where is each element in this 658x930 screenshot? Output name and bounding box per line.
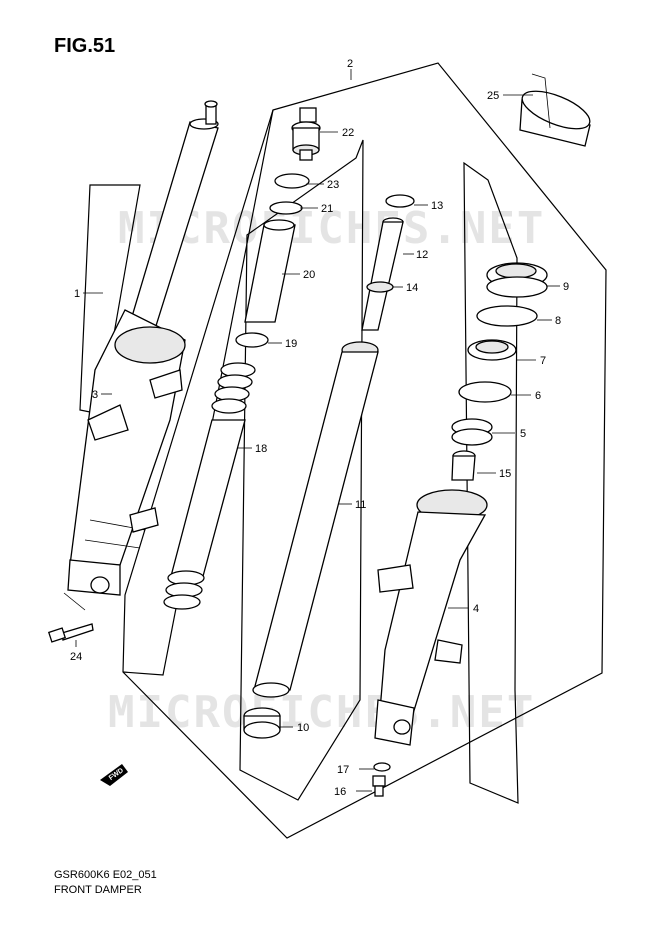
frame-left-panel (122, 109, 274, 676)
callout-18: 18 (255, 443, 267, 455)
spacer-20 (244, 219, 296, 323)
callout-11: 11 (355, 499, 366, 511)
washer-6 (458, 381, 512, 403)
callout-3: 3 (92, 389, 98, 401)
gasket-17 (373, 762, 391, 772)
callout-22: 22 (342, 127, 354, 139)
frame-inner-tube (239, 139, 364, 801)
right-outer-tube-4 (374, 489, 488, 746)
right-axle-hole (393, 719, 411, 735)
assembly-frames (79, 62, 607, 839)
washer-21 (269, 201, 303, 215)
damper-rod-12 (361, 217, 404, 331)
callout-19: 19 (285, 338, 297, 350)
callout-20: 20 (303, 269, 315, 281)
o-ring-13 (385, 194, 415, 208)
fwd-arrow-icon (100, 764, 128, 786)
callout-6: 6 (535, 390, 541, 402)
leader-lines (63, 69, 560, 792)
oil-seal-9 (486, 262, 548, 298)
callout-labels: 1 2 3 4 5 6 7 8 9 10 11 12 13 14 15 16 1… (70, 58, 569, 798)
callout-16: 16 (334, 786, 346, 798)
frame-assembly-2 (122, 62, 607, 839)
ring-14 (366, 281, 394, 293)
callout-25: 25 (487, 90, 499, 102)
damper-cylinder-11 (252, 341, 379, 698)
o-ring-23 (274, 173, 310, 189)
bolt-24 (47, 623, 94, 643)
callout-14: 14 (406, 282, 418, 294)
callout-24: 24 (70, 651, 82, 663)
callout-4: 4 (473, 603, 479, 615)
figure-title: FIG.51 (54, 35, 115, 57)
drain-bolt-16 (372, 775, 386, 797)
spring-18 (163, 362, 256, 610)
model-code: GSR600K6 E02_051 (54, 869, 157, 881)
callout-17: 17 (337, 764, 349, 776)
callout-12: 12 (416, 249, 428, 261)
callout-15: 15 (499, 468, 511, 480)
callout-2: 2 (347, 58, 353, 70)
washer-19 (235, 332, 269, 348)
callout-1: 1 (74, 288, 80, 300)
frame-lower-tube (463, 161, 519, 804)
callout-8: 8 (555, 315, 561, 327)
callout-10: 10 (297, 722, 309, 734)
callout-5: 5 (520, 428, 526, 440)
callout-23: 23 (327, 179, 339, 191)
stopper-ring-8 (476, 305, 538, 327)
callout-13: 13 (431, 200, 443, 212)
watermark-bottom: MICROFICHES.NET (108, 687, 535, 738)
left-fork-leg (67, 100, 219, 596)
cap-bolt-22 (291, 107, 321, 161)
callout-7: 7 (540, 355, 546, 367)
bushing-5 (451, 418, 493, 446)
callout-9: 9 (563, 281, 569, 293)
dust-seal-7 (467, 339, 517, 361)
bushing-10 (243, 707, 281, 739)
fork-cover-25 (519, 73, 591, 147)
left-axle-hole (90, 576, 110, 594)
callout-21: 21 (321, 203, 333, 215)
diagram-name: FRONT DAMPER (54, 884, 142, 896)
oil-lock-piece-15 (451, 450, 476, 481)
fwd-arrow: FWD (100, 764, 128, 786)
